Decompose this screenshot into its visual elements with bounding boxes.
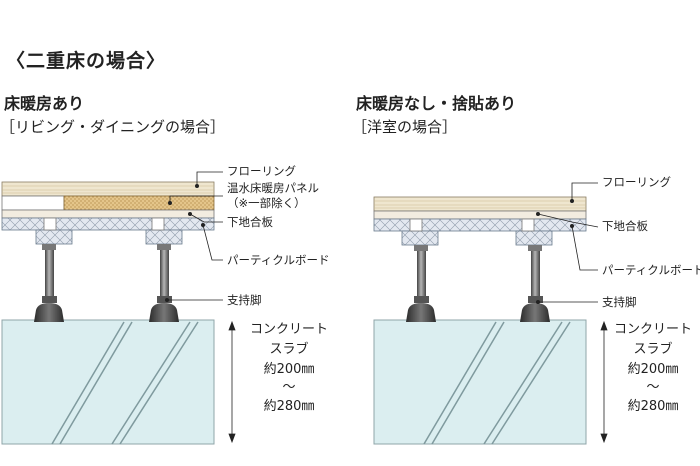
left-label-dim-min: 約200㎜ (263, 362, 315, 377)
right-leader-lines (536, 182, 599, 304)
left-dimension-arrow (228, 320, 236, 444)
left-heating-panel (63, 195, 215, 211)
right-label-slab-2: スラブ (633, 342, 673, 357)
left-label-flooring: フローリング (227, 164, 296, 178)
right-subheading: ［洋室の場合］ (352, 118, 458, 136)
left-label-subfloor: 下地合板 (227, 215, 273, 229)
left-label-tilde: ～ (282, 380, 296, 395)
left-label-particle-board: パーティクルボード (227, 253, 330, 267)
left-subheading: ［リビング・ダイニングの場合］ (0, 118, 226, 136)
right-concrete-slab (373, 319, 587, 445)
right-support-1 (401, 218, 439, 322)
right-label-subfloor: 下地合板 (602, 219, 648, 233)
left-subfloor (1, 209, 215, 219)
right-label-particle-board: パーティクルボード (602, 263, 700, 277)
left-slab-hatch (51, 321, 199, 445)
right-slab-hatch (423, 321, 571, 445)
right-label-dim-min: 約200㎜ (627, 362, 679, 377)
left-label-slab-1: コンクリート (249, 322, 328, 337)
left-white-strip (1, 195, 65, 211)
right-support-2 (515, 218, 553, 322)
left-label-slab-2: スラブ (269, 342, 309, 357)
right-label-slab-1: コンクリート (613, 322, 692, 337)
right-particle-board (373, 218, 587, 232)
right-heading: 床暖房なし・捨貼あり (356, 94, 517, 113)
right-label-dim-max: 約280㎜ (627, 399, 679, 414)
left-leader-lines (164, 171, 223, 302)
left-heading: 床暖房あり (4, 94, 85, 113)
left-diagram (1, 171, 236, 445)
right-dimension-arrow (600, 320, 608, 444)
left-label-heating-note: （※一部除く） (227, 196, 306, 210)
right-label-support-leg: 支持脚 (602, 295, 637, 309)
left-support-1 (34, 217, 73, 322)
left-particle-board (1, 217, 215, 231)
right-label-flooring: フローリング (602, 175, 671, 189)
left-label-heating-panel: 温水床暖房パネル (227, 181, 319, 195)
left-concrete-slab (1, 319, 215, 445)
right-label-tilde: ～ (646, 380, 660, 395)
left-label-support-leg: 支持脚 (227, 293, 262, 307)
page-title: 〈二重床の場合〉 (6, 50, 167, 72)
right-flooring (373, 196, 587, 212)
right-diagram (373, 182, 608, 445)
left-label-dim-max: 約280㎜ (263, 399, 315, 414)
left-flooring (1, 181, 215, 197)
left-support-2 (145, 217, 183, 322)
